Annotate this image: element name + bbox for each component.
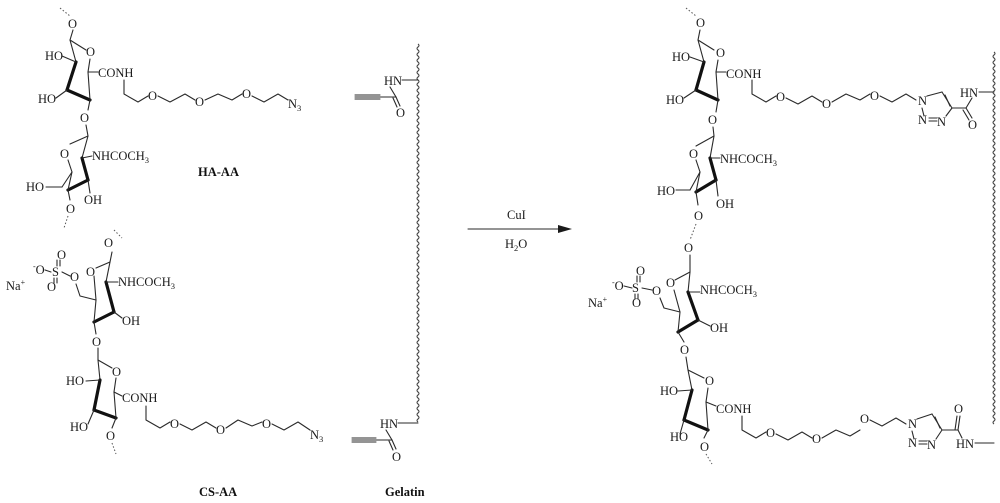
nhcoch3-group: NHCOCH3: [700, 283, 757, 299]
cs-aa-structure: O Na+ -O S O O O O NHCOCH3 OH O O: [6, 229, 323, 499]
glycosidic-o: O: [680, 343, 689, 357]
sulfate-o-minus: -O: [33, 262, 45, 277]
atom-ring-o: O: [705, 374, 714, 388]
hydroxyl-ho: HO: [66, 374, 84, 388]
product-structure: O O CONH HO HO O O O N N N: [588, 7, 996, 465]
atom-ring-o: O: [689, 147, 698, 161]
hydroxyl-ho: HO: [70, 420, 88, 434]
hydroxyl-ho: HO: [26, 180, 44, 194]
sulfate-o: O: [57, 248, 66, 262]
triazole-n1: N: [918, 94, 927, 108]
hydroxyl-ho: HO: [45, 49, 63, 63]
peg-o: O: [262, 417, 271, 431]
atom-o: O: [68, 17, 77, 31]
amide-o: O: [392, 450, 401, 464]
nhcoch3-group: NHCOCH3: [92, 149, 149, 165]
link-o: O: [106, 429, 115, 443]
gelatin-label: Gelatin: [385, 485, 425, 499]
conh-group: CONH: [716, 402, 751, 416]
conh-group: CONH: [122, 391, 157, 405]
arrow-head-icon: [558, 225, 572, 233]
triazole-n3: N: [927, 438, 936, 452]
azide-n3: N3: [288, 97, 301, 113]
atom-ring-o: O: [86, 265, 95, 279]
hydroxyl-ho: HO: [660, 384, 678, 398]
sulfate-link-o: O: [70, 270, 79, 284]
nhcoch3-group: NHCOCH3: [720, 152, 777, 168]
atom-o: O: [684, 241, 693, 255]
amide-o: O: [954, 402, 963, 416]
gelatin-backbone: [992, 51, 996, 425]
atom-ring-o: O: [86, 45, 95, 59]
peg-o: O: [148, 89, 157, 103]
sulfate-o: O: [632, 296, 641, 310]
atom-ring-o: O: [666, 276, 675, 290]
link-o: O: [700, 440, 709, 454]
glycosidic-o: O: [80, 111, 89, 125]
triazole-n2: N: [908, 436, 917, 450]
hydroxyl-oh: OH: [716, 197, 734, 211]
nhcoch3-group: NHCOCH3: [118, 275, 175, 291]
peg-o: O: [170, 417, 179, 431]
glycosidic-o: O: [92, 335, 101, 349]
sulfate-o: O: [47, 280, 56, 294]
peg-o: O: [242, 87, 251, 101]
peg-o: O: [870, 89, 879, 103]
ha-aa-label: HA-AA: [198, 165, 239, 179]
peg-o: O: [860, 412, 869, 426]
sulfate-o-minus: -O: [612, 278, 624, 293]
hydroxyl-ho: HO: [657, 184, 675, 198]
link-o: O: [694, 209, 703, 223]
cs-aa-label: CS-AA: [199, 485, 237, 499]
peg-o: O: [766, 426, 775, 440]
reagent-cui: CuI: [507, 208, 526, 222]
sulfate-link-o: O: [652, 284, 661, 298]
amide-hn: HN: [380, 417, 398, 431]
glycosidic-o: O: [708, 113, 717, 127]
hydroxyl-oh: OH: [122, 314, 140, 328]
atom-o: O: [696, 16, 705, 30]
peg-o: O: [812, 432, 821, 446]
gelatin-structure: HN O HN O Gelatin: [351, 43, 425, 499]
triazole-n3: N: [937, 115, 946, 129]
peg-o: O: [216, 423, 225, 437]
hydroxyl-ho: HO: [666, 93, 684, 107]
azide-n3: N3: [310, 428, 323, 444]
amide-hn: HN: [956, 437, 974, 451]
reagent-water: H2O: [505, 237, 527, 253]
amide-o: O: [968, 118, 977, 132]
peg-o: O: [195, 95, 204, 109]
triazole-n1: N: [908, 417, 917, 431]
link-o: O: [66, 202, 75, 216]
sodium-ion: Na+: [6, 278, 26, 293]
amide-hn: HN: [960, 86, 978, 100]
amide-hn: HN: [384, 74, 402, 88]
amide-o: O: [396, 106, 405, 120]
sulfate-o: O: [636, 264, 645, 278]
sulfur: S: [632, 281, 639, 295]
gelatin-backbone: [416, 43, 420, 423]
sulfur: S: [52, 265, 59, 279]
atom-ring-o: O: [112, 365, 121, 379]
hydroxyl-oh: OH: [84, 193, 102, 207]
conh-group: CONH: [726, 67, 761, 81]
hydroxyl-ho: HO: [672, 50, 690, 64]
sodium-ion: Na+: [588, 295, 608, 310]
peg-o: O: [776, 90, 785, 104]
hydroxyl-ho: HO: [38, 92, 56, 106]
ha-aa-structure: O O CONH HO HO O O O N3 O O: [26, 7, 301, 229]
atom-ring-o: O: [716, 46, 725, 60]
hydroxyl-oh: OH: [710, 321, 728, 335]
conh-group: CONH: [98, 66, 133, 80]
atom-ring-o: O: [60, 147, 69, 161]
triazole-n2: N: [918, 113, 927, 127]
reaction-arrow: CuI H2O: [467, 208, 572, 253]
peg-o: O: [822, 97, 831, 111]
atom-o: O: [104, 236, 113, 250]
hydroxyl-ho: HO: [670, 430, 688, 444]
